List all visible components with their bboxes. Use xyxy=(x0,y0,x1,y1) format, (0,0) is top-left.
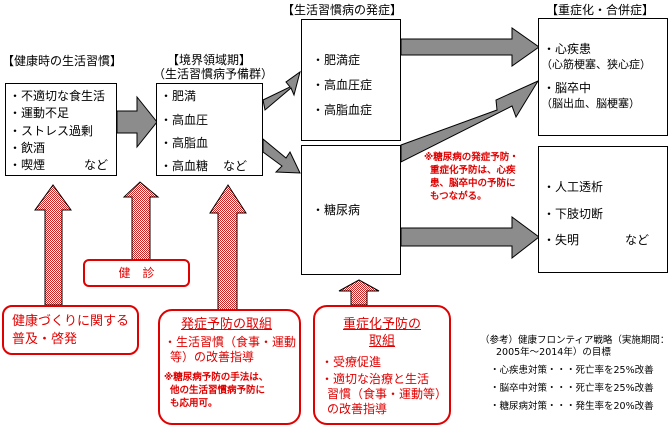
reference-section: （参考）健康フロンティア戦略（実施期間： 2005年～2014年）の目標 ・心疾… xyxy=(480,335,668,413)
arrow-borderline-to-diabetes xyxy=(262,137,301,174)
header-healthy-habits: 【健康時の生活習慣】 xyxy=(2,54,123,68)
complications-top-box: ・心疾患 （心筋梗塞、狭心症） ・脳卒中 （脳出血、脳梗塞） xyxy=(538,18,668,136)
list-item: ・運動不足 xyxy=(9,106,70,120)
promotion-box: 健康づくりに関する 普及・啓発 xyxy=(2,305,139,355)
onset-prevention-item: ・生活習慣（食事・運動 xyxy=(164,335,297,349)
note-line: 患、脳卒中の予防に xyxy=(430,178,516,189)
reference-goal: ・糖尿病対策・・・発生率を20%改善 xyxy=(490,401,654,412)
list-item: ・高血圧 xyxy=(160,113,209,127)
severity-prevention-item: ・受療促進 xyxy=(321,355,382,369)
reference-heading: 2005年～2014年）の目標 xyxy=(496,347,611,358)
arrow-habits-to-borderline xyxy=(116,95,158,149)
header-borderline-sub: （生活習慣病予備群） xyxy=(153,67,274,81)
checkup-label: 健 診 xyxy=(118,266,155,280)
up-arrow-checkup xyxy=(122,181,160,261)
up-arrow-onset-prevention xyxy=(209,184,247,311)
arrow-diabetes-to-stroke xyxy=(400,79,540,163)
list-item: ・高脂血 xyxy=(160,136,209,150)
severity-prevention-item: の改善指導 xyxy=(327,402,388,416)
arrow-onset-to-heart xyxy=(400,27,540,67)
up-arrow-severity-prevention xyxy=(338,279,380,306)
list-item: ・脳卒中 xyxy=(543,81,592,95)
header-borderline: 【境界領域期】 xyxy=(167,53,252,67)
severity-prevention-title: 重症化予防の xyxy=(342,317,421,332)
note-line: も応用可。 xyxy=(170,398,218,409)
list-item: ・高血圧症 xyxy=(312,78,373,92)
note-line: もつながる。 xyxy=(430,191,487,202)
checkup-box: 健 診 xyxy=(83,259,190,287)
arrow-borderline-to-onset-top xyxy=(262,70,301,111)
list-item: ・ストレス過剰 xyxy=(9,124,94,138)
list-item: ・下肢切断 xyxy=(543,207,604,221)
list-item: ・肥満 xyxy=(160,89,197,103)
list-item: ・肥満症 xyxy=(312,53,361,67)
onset-prevention-box: 発症予防の取組 ・生活習慣（食事・運動 等）の改善指導 ※糖尿病予防の手法は、 … xyxy=(158,309,301,425)
arrow-diabetes-to-complications xyxy=(400,216,540,260)
note-line: ※糖尿病予防の手法は、 xyxy=(164,372,269,383)
severity-prevention-item: 習慣（食事・運動等） xyxy=(327,387,448,401)
list-item: ・高血糖 xyxy=(160,159,209,173)
list-item: ・人工透析 xyxy=(543,180,604,194)
list-item: ・飲酒 xyxy=(9,141,46,155)
promotion-line: 健康づくりに関する xyxy=(12,314,130,329)
etc-label: など xyxy=(625,233,650,247)
list-item: ・高脂血症 xyxy=(312,103,373,117)
complications-bottom-box: ・人工透析 ・下肢切断 ・失明 など xyxy=(538,146,668,273)
note-line: ※糖尿病の発症予防・ xyxy=(424,152,519,163)
header-onset: 【生活習慣病の発症】 xyxy=(282,3,403,17)
list-item: ・不適切な食生活 xyxy=(9,89,106,103)
list-item: ・喫煙 xyxy=(9,158,46,172)
onset-prevention-item: 等）の改善指導 xyxy=(170,350,255,364)
onset-prevention-title: 発症予防の取組 xyxy=(181,317,273,332)
list-item: ・失明 xyxy=(543,233,580,247)
diabetes-note: ※糖尿病の発症予防・ 重症化予防は、心疾 患、脳卒中の予防に もつながる。 xyxy=(424,151,519,203)
severity-prevention-box: 重症化予防の 取組 ・受療促進 ・適切な治療と生活 習慣（食事・運動等） の改善… xyxy=(313,305,451,425)
list-item-detail: （脳出血、脳梗塞） xyxy=(541,97,640,110)
etc-label: など xyxy=(223,159,248,173)
list-item: ・心疾患 xyxy=(543,42,592,56)
header-complications: 【重症化・合併症】 xyxy=(546,3,655,17)
onset-top-box: ・肥満症 ・高血圧症 ・高脂血症 xyxy=(301,19,401,141)
promotion-line: 普及・啓発 xyxy=(12,332,78,347)
etc-label: など xyxy=(84,158,109,172)
onset-diabetes-box: ・糖尿病 xyxy=(301,145,401,275)
list-item-detail: （心筋梗塞、狭心症） xyxy=(541,58,651,71)
healthy-habits-box: ・不適切な食生活 ・運動不足 ・ストレス過剰 ・飲酒 ・喫煙 など xyxy=(5,83,117,176)
list-item: ・糖尿病 xyxy=(312,203,361,217)
severity-prevention-title: 取組 xyxy=(368,334,395,349)
note-line: 重症化予防は、心疾 xyxy=(430,165,516,176)
reference-heading: （参考）健康フロンティア戦略（実施期間： xyxy=(480,335,668,346)
note-line: 他の生活習慣病予防に xyxy=(170,385,266,396)
up-arrow-promotion xyxy=(34,184,72,306)
severity-prevention-item: ・適切な治療と生活 xyxy=(321,372,430,386)
borderline-box: ・肥満 ・高血圧 ・高脂血 ・高血糖 など xyxy=(156,83,263,176)
reference-goal: ・脳卒中対策・・・死亡率を25%改善 xyxy=(490,383,654,394)
onset-prevention-note: ※糖尿病予防の手法は、 他の生活習慣病予防に も応用可。 xyxy=(164,371,268,410)
reference-goal: ・心疾患対策・・・死亡率を25%改善 xyxy=(490,365,654,376)
